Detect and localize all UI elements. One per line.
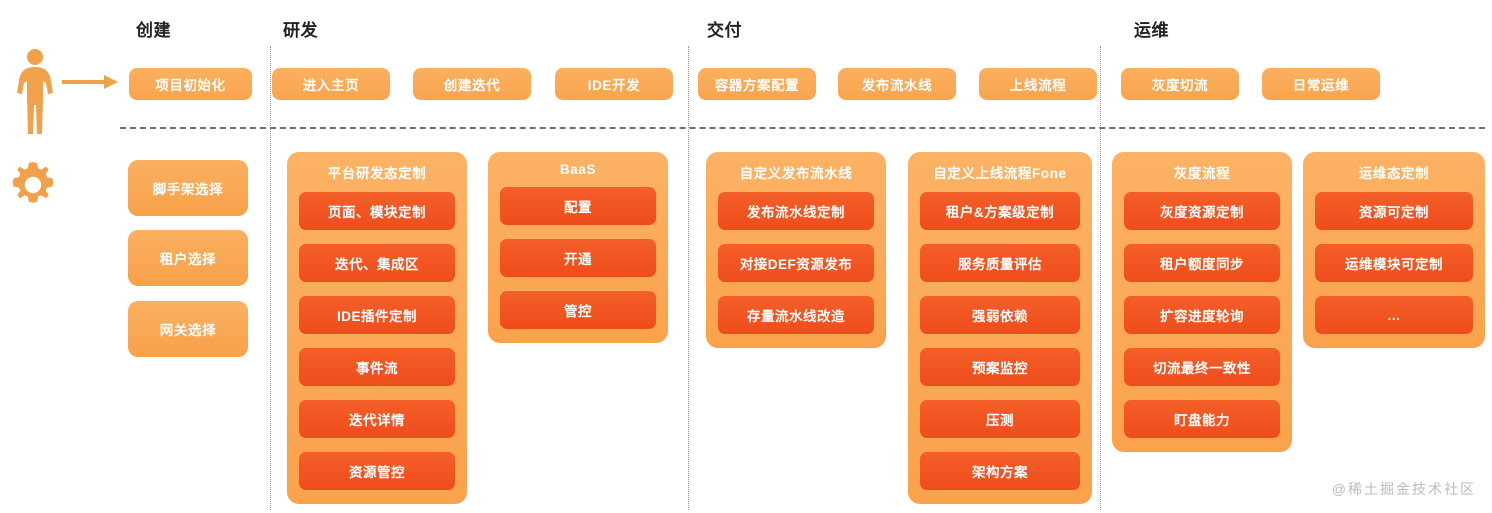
group-card-ops-customization: 运维态定制 资源可定制 运维模块可定制 …	[1303, 152, 1485, 348]
option-tenant-select[interactable]: 租户选择	[128, 230, 248, 286]
group-card-custom-online-fone: 自定义上线流程Fone 租户&方案级定制 服务质量评估 强弱依赖 预案监控 压测…	[908, 152, 1092, 504]
option-gateway-select[interactable]: 网关选择	[128, 301, 248, 357]
option-scaffold-select[interactable]: 脚手架选择	[128, 160, 248, 216]
group-item[interactable]: 页面、模块定制	[299, 192, 455, 230]
phase-title-0: 创建	[136, 21, 171, 40]
group-item[interactable]: 配置	[500, 187, 656, 225]
chip-gray-switch[interactable]: 灰度切流	[1121, 68, 1239, 100]
phase-divider-1	[270, 46, 271, 510]
group-card-title: 灰度流程	[1173, 166, 1231, 181]
group-card-title: 运维态定制	[1358, 166, 1430, 181]
group-card-title: 平台研发态定制	[327, 166, 427, 181]
group-item[interactable]: 盯盘能力	[1124, 400, 1280, 438]
group-item[interactable]: 运维模块可定制	[1315, 244, 1473, 282]
group-item[interactable]: 灰度资源定制	[1124, 192, 1280, 230]
group-card-title: BaaS	[559, 162, 597, 177]
group-card-platform-rd: 平台研发态定制 页面、模块定制 迭代、集成区 IDE插件定制 事件流 迭代详情 …	[287, 152, 467, 504]
group-item[interactable]: 管控	[500, 291, 656, 329]
person-icon	[12, 48, 58, 136]
group-item[interactable]: 资源管控	[299, 452, 455, 490]
group-item[interactable]: 压测	[920, 400, 1080, 438]
group-item[interactable]: 存量流水线改造	[718, 296, 874, 334]
group-item[interactable]: 预案监控	[920, 348, 1080, 386]
group-item[interactable]: 扩容进度轮询	[1124, 296, 1280, 334]
group-item[interactable]: 事件流	[299, 348, 455, 386]
phase-divider-2	[688, 46, 689, 510]
group-item[interactable]: 迭代详情	[299, 400, 455, 438]
group-item[interactable]: 切流最终一致性	[1124, 348, 1280, 386]
group-item[interactable]: 对接DEF资源发布	[718, 244, 874, 282]
phase-title-2: 交付	[707, 21, 742, 40]
phase-title-3: 运维	[1134, 21, 1169, 40]
group-item[interactable]: 租户额度同步	[1124, 244, 1280, 282]
watermark: @稀土掘金技术社区	[1331, 481, 1476, 497]
group-item[interactable]: 租户&方案级定制	[920, 192, 1080, 230]
group-card-title: 自定义上线流程Fone	[933, 166, 1067, 181]
chip-release-pipeline[interactable]: 发布流水线	[838, 68, 956, 100]
group-item[interactable]: IDE插件定制	[299, 296, 455, 334]
chip-online-process[interactable]: 上线流程	[979, 68, 1097, 100]
chip-project-init[interactable]: 项目初始化	[129, 68, 252, 100]
group-item[interactable]: 资源可定制	[1315, 192, 1473, 230]
phase-divider-3	[1100, 46, 1101, 510]
chip-create-iteration[interactable]: 创建迭代	[413, 68, 531, 100]
chip-enter-homepage[interactable]: 进入主页	[272, 68, 390, 100]
group-item[interactable]: 发布流水线定制	[718, 192, 874, 230]
group-card-custom-release-pipeline: 自定义发布流水线 发布流水线定制 对接DEF资源发布 存量流水线改造	[706, 152, 886, 348]
chip-ide-develop[interactable]: IDE开发	[555, 68, 673, 100]
group-card-baas: BaaS 配置 开通 管控	[488, 152, 668, 343]
chip-daily-ops[interactable]: 日常运维	[1262, 68, 1380, 100]
group-item[interactable]: 开通	[500, 239, 656, 277]
right-arrow-icon	[62, 72, 118, 92]
group-item-more[interactable]: …	[1315, 296, 1473, 334]
gear-icon	[10, 162, 56, 208]
group-item[interactable]: 架构方案	[920, 452, 1080, 490]
group-card-gray-release: 灰度流程 灰度资源定制 租户额度同步 扩容进度轮询 切流最终一致性 盯盘能力	[1112, 152, 1292, 452]
chip-container-config[interactable]: 容器方案配置	[698, 68, 816, 100]
section-divider	[120, 127, 1485, 129]
group-item[interactable]: 服务质量评估	[920, 244, 1080, 282]
group-card-title: 自定义发布流水线	[739, 166, 853, 181]
group-item[interactable]: 强弱依赖	[920, 296, 1080, 334]
phase-title-1: 研发	[283, 21, 318, 40]
group-item[interactable]: 迭代、集成区	[299, 244, 455, 282]
